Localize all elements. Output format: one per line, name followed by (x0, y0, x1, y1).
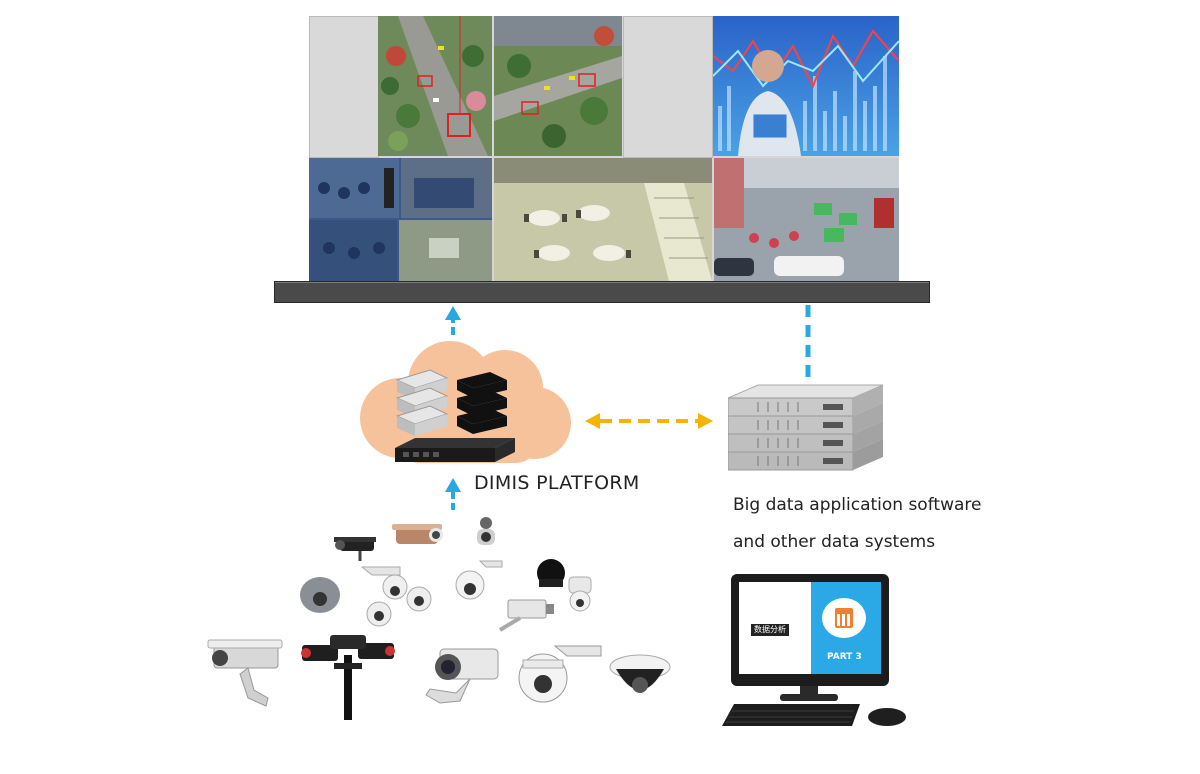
server-stack-icon (395, 369, 515, 462)
bigdata-label-line2: and other data systems (733, 532, 936, 552)
desktop-computer-icon: 数据分析 PART 3 (720, 572, 915, 732)
monitor-screen: 数据分析 PART 3 (739, 582, 881, 674)
aerial-road-feed (494, 16, 622, 156)
bidirectional-arrow-icon (585, 413, 713, 429)
monitor-stand (800, 686, 818, 696)
calculator-icon (822, 598, 866, 638)
classroom-feed (309, 158, 492, 281)
bullet-camera (334, 537, 376, 561)
blank-screen (623, 16, 713, 158)
part-label: PART 3 (827, 652, 862, 662)
cctv-camera-icon (207, 517, 671, 720)
aerial-road-feed (378, 16, 492, 156)
video-wall-base (274, 281, 930, 303)
video-wall (309, 16, 899, 281)
screen-accent-panel: PART 3 (811, 582, 881, 674)
data-analyst-feed (713, 16, 899, 156)
cafeteria-feed (494, 158, 712, 281)
bigdata-label-line1: Big data application software (733, 495, 982, 515)
mouse-icon (868, 708, 906, 726)
screen-tile-label: 数据分析 (751, 624, 789, 636)
monitor-frame: 数据分析 PART 3 (731, 574, 889, 686)
platform-label: DIMIS PLATFORM (474, 472, 640, 494)
server-rack-icon (728, 384, 884, 471)
keyboard-icon (722, 704, 860, 726)
monitor-base (780, 694, 838, 701)
calculator-keys (837, 614, 851, 626)
traffic-feed (714, 158, 899, 281)
blank-screen (309, 16, 379, 158)
up-arrow-icon (445, 306, 461, 335)
up-arrow-icon (445, 478, 461, 510)
